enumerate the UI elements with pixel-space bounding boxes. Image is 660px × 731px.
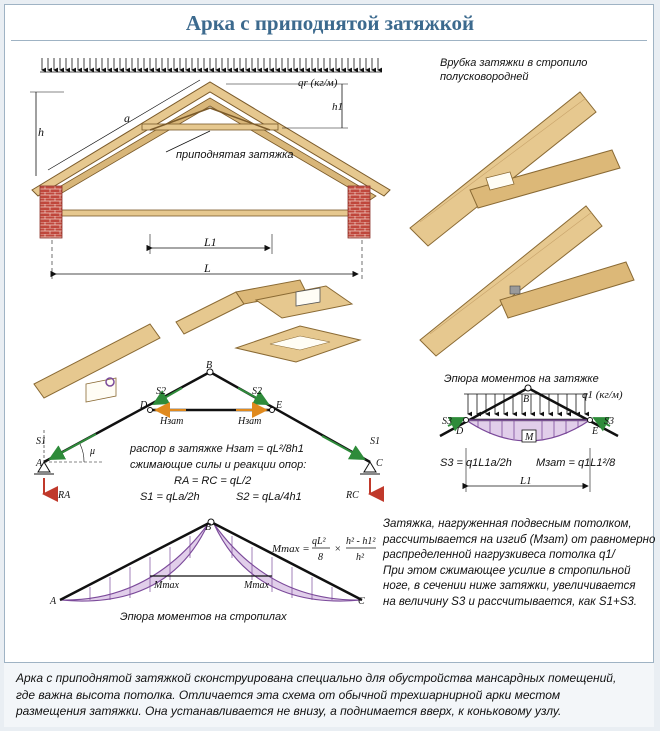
rafter-formula-times: × xyxy=(334,543,341,555)
raised-tie-leader xyxy=(165,130,211,153)
tie-moment-m: M xyxy=(524,432,534,443)
force-s2-left: S2 xyxy=(156,386,166,397)
span-l1-label: L1 xyxy=(203,235,217,249)
force-node-a: A xyxy=(35,458,43,469)
brick-wall-right xyxy=(347,185,371,239)
force-node-b: B xyxy=(206,360,212,371)
tie-s3-right: S3 xyxy=(604,416,614,427)
formula-s1: S1 = qLa/2h xyxy=(140,491,200,503)
rafter-node-c: C xyxy=(358,596,365,607)
note-line-6: на величину S3 и рассчитывается, как S1+… xyxy=(383,595,637,608)
force-node-c: C xyxy=(376,458,383,469)
footer-line-3: размещения затяжки. Она устанавливается … xyxy=(16,704,562,718)
length-a-dimension xyxy=(47,79,201,171)
formula-reactions: RA = RC = qL/2 xyxy=(174,475,251,487)
tie-load-label: q1 (кг/м) xyxy=(582,389,623,401)
tie-span-l1: L1 xyxy=(519,475,532,487)
note-line-3: распределенной нагрузкивеса потолка q1/ xyxy=(383,549,615,561)
formula-s2: S2 = qLa/4h1 xyxy=(236,491,302,503)
tie-s3-left: S3 xyxy=(442,416,452,427)
rafter-formula-num2: h² - h1² xyxy=(346,536,376,547)
force-mu-label: μ xyxy=(89,446,95,457)
tie-node-e: E xyxy=(591,426,598,437)
rafter-mmax-right: Mmax xyxy=(243,580,270,591)
force-diagram xyxy=(34,368,384,502)
rafter-moment-caption: Эпюра моментов на стропилах xyxy=(120,611,287,623)
joint-caption-line-1: Врубка затяжки в стропило xyxy=(440,57,587,69)
force-h-left: Hзат xyxy=(159,416,183,427)
height-h-label: h xyxy=(38,125,44,139)
note-line-2: рассчитывается на изгиб (Мзат) от равном… xyxy=(383,533,656,546)
roof-load-arrows xyxy=(41,58,382,73)
raised-tie-label: приподнятая затяжка xyxy=(176,149,293,161)
force-node-d: D xyxy=(139,400,148,411)
rafter-formula-num1: qL² xyxy=(312,536,327,547)
footer-line-2: где важна высота потолка. Отличается эта… xyxy=(16,687,561,702)
rafter-moment-diagram xyxy=(59,518,376,602)
tie-formula-m: Mзат = q1L1²/8 xyxy=(536,457,616,469)
truss-3d-illustration xyxy=(33,279,362,403)
force-s1-right: S1 xyxy=(370,436,380,447)
force-reaction-c: RC xyxy=(345,490,359,501)
tie-description-note: Затяжка, нагруженная подвесным потолком,… xyxy=(383,517,656,610)
formula-caption: сжимающие силы и реакции опор: xyxy=(130,459,306,471)
force-node-e: E xyxy=(275,400,282,411)
tie-node-b: B xyxy=(523,394,529,405)
rafter-node-a: A xyxy=(49,596,57,607)
title-divider xyxy=(11,40,647,41)
tie-formula-s3: S3 = q1L1a/2h xyxy=(440,457,512,469)
force-reaction-a: RA xyxy=(57,490,71,501)
rafter-joint-illustration xyxy=(409,91,635,357)
span-l-label: L xyxy=(203,261,211,275)
tie-moment-caption: Эпюра моментов на затяжке xyxy=(444,373,599,385)
force-s2-right: S2 xyxy=(252,386,262,397)
tie-node-d: D xyxy=(455,426,464,437)
height-h1-label: h1 xyxy=(332,101,343,113)
rafter-formula-den2: h² xyxy=(356,552,365,563)
roof-load-label: qr (кг/м) xyxy=(298,77,338,89)
rafter-formula-lhs: Mmax = xyxy=(271,543,310,555)
rafter-node-b: B xyxy=(205,522,211,533)
brick-wall-left xyxy=(39,185,63,239)
formula-thrust: распор в затяжке Hзат = qL²/8h1 xyxy=(129,443,304,455)
footer-description: Арка с приподнятой затяжкой сконструиров… xyxy=(4,662,654,727)
joint-caption-line-2: полусковородней xyxy=(440,71,529,83)
footer-line-1: Арка с приподнятой затяжкой сконструиров… xyxy=(16,671,617,685)
note-line-4: При этом сжимающее усилие в стропильной xyxy=(383,564,631,577)
force-s1-left: S1 xyxy=(36,436,46,447)
rafter-formula-den1: 8 xyxy=(318,552,323,563)
note-line-1: Затяжка, нагруженная подвесным потолком, xyxy=(383,518,632,530)
force-h-right: Hзат xyxy=(237,416,261,427)
length-a-label: a xyxy=(124,111,130,125)
page-title: Арка с приподнятой затяжкой xyxy=(185,11,475,35)
note-line-5: ноге, в сечении ниже затяжки, увеличивае… xyxy=(383,580,636,592)
rafter-mmax-left: Mmax xyxy=(153,580,180,591)
roof-truss xyxy=(31,81,391,239)
tie-moment-diagram xyxy=(439,384,619,492)
